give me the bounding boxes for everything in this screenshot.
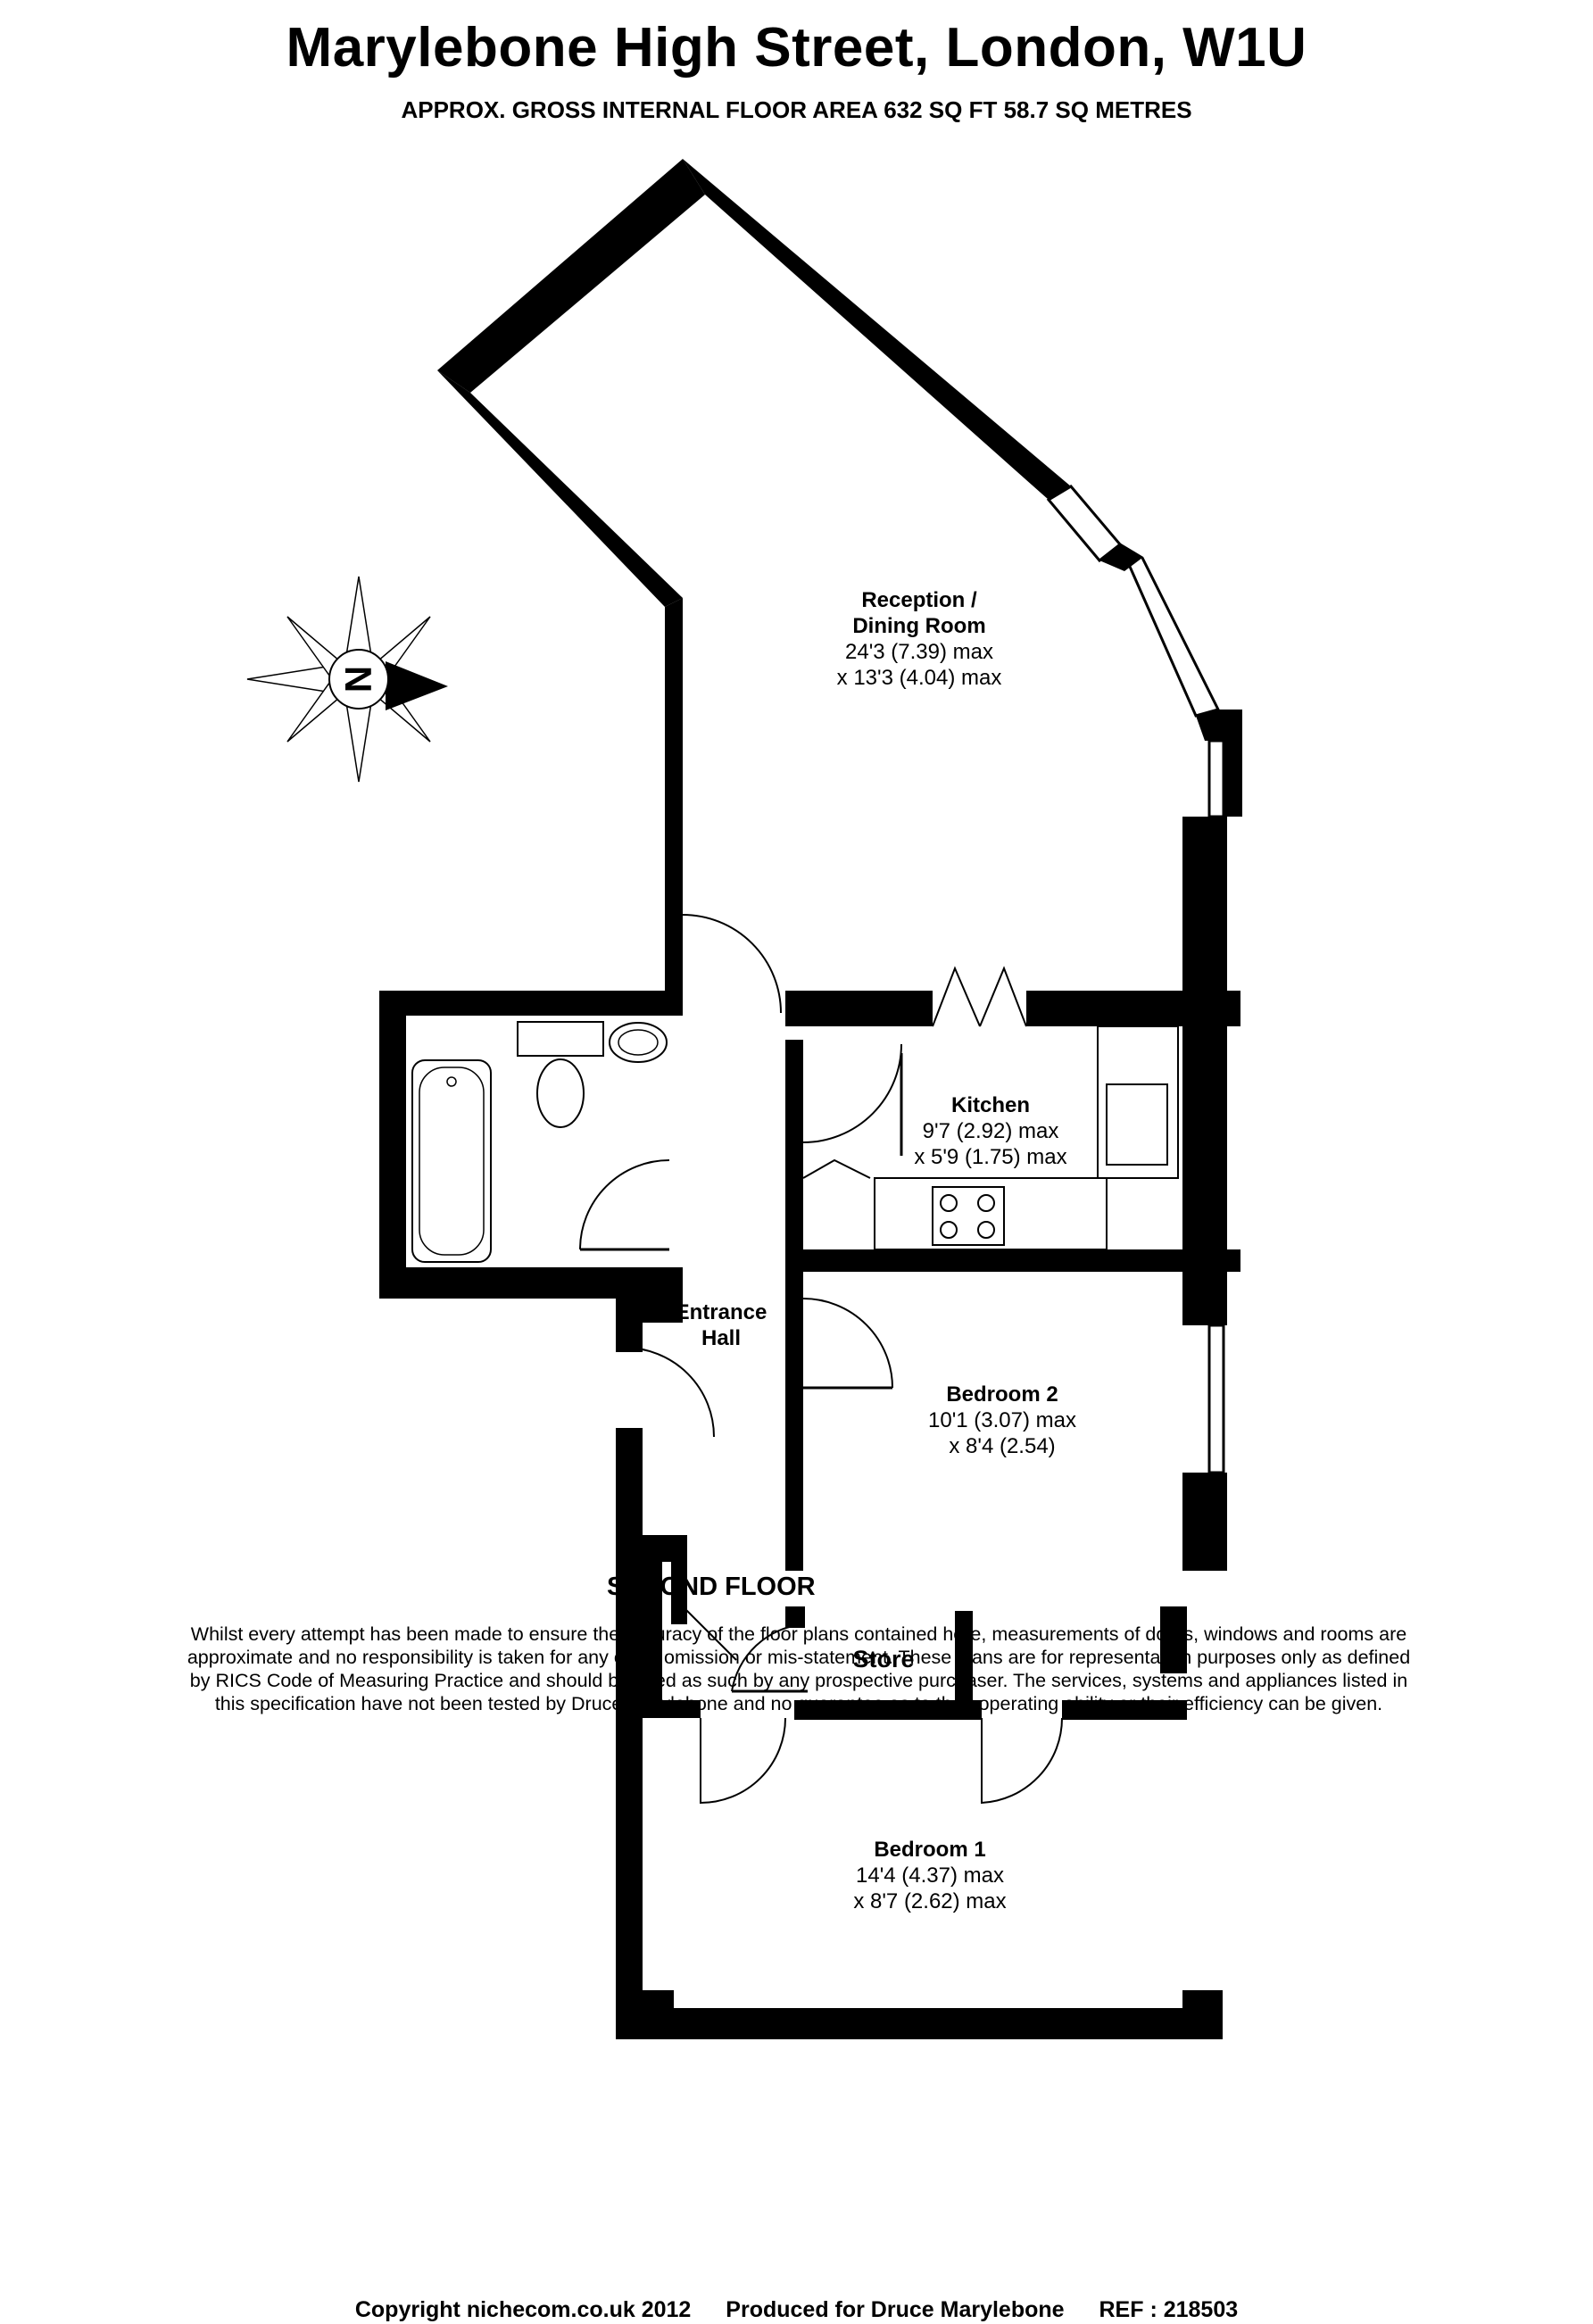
door-swing	[682, 914, 782, 1014]
compass-letter: N	[337, 666, 379, 693]
door-swing	[700, 1717, 786, 1805]
copyright-text: Copyright nichecom.co.uk 2012	[354, 2297, 692, 2322]
wall	[785, 1272, 803, 1571]
door-swing	[802, 1298, 893, 1389]
wall	[1062, 1700, 1187, 1720]
cupboard-door	[802, 1158, 871, 1179]
wall	[794, 1700, 982, 1720]
room-name: Store	[852, 1646, 914, 1672]
wall	[683, 159, 1071, 500]
disclaimer-text: Whilst every attempt has been made to en…	[187, 1623, 1411, 1714]
door-swing	[579, 1159, 670, 1250]
hob-ring	[977, 1194, 995, 1212]
room-name: Bedroom 2	[946, 1382, 1058, 1407]
floor-area: APPROX. GROSS INTERNAL FLOOR AREA 632 SQ…	[401, 96, 1192, 123]
wall	[616, 2008, 1223, 2039]
wall	[643, 1553, 662, 1705]
wall	[616, 1557, 643, 2039]
room-name: Bedroom 1	[874, 1838, 985, 1862]
plan-title: Marylebone High Street, London, W1U	[286, 17, 1307, 79]
wall	[1182, 1990, 1223, 2039]
wall	[437, 159, 705, 393]
room-dimension: x 8'4 (2.54)	[949, 1434, 1055, 1458]
wall	[665, 598, 683, 991]
door-swing	[981, 1717, 1064, 1805]
wall	[785, 1249, 1240, 1272]
door-swing	[979, 966, 1027, 1027]
wall	[671, 1535, 687, 1624]
wall	[1160, 1606, 1187, 1673]
wall	[379, 991, 683, 1016]
compass-icon: N	[246, 576, 448, 783]
floor-plan	[379, 159, 1242, 1571]
wall	[785, 1606, 805, 1628]
floor-label: SECOND FLOOR	[607, 1573, 816, 1601]
room-dimension: 14'4 (4.37) max	[856, 1863, 1004, 1888]
wall	[616, 1294, 643, 1348]
bath-tap	[446, 1076, 457, 1087]
room-name: Dining Room	[852, 614, 985, 638]
wall	[955, 1611, 973, 1718]
window	[1207, 1324, 1225, 1474]
door-swing	[932, 966, 981, 1027]
hob-ring	[940, 1221, 958, 1239]
wall	[1026, 991, 1240, 1026]
room-name: Hall	[701, 1326, 741, 1350]
wall	[616, 1990, 674, 2039]
room-name: Reception /	[861, 588, 977, 612]
wall	[379, 991, 406, 1299]
room-name: Entrance	[676, 1300, 767, 1324]
room-dimension: 24'3 (7.39) max	[845, 640, 993, 664]
basin	[618, 1029, 659, 1056]
toilet	[517, 1021, 604, 1057]
room-dimension: x 8'7 (2.62) max	[853, 1889, 1006, 1913]
wall	[643, 1700, 701, 1718]
room-dimension: x 13'3 (4.04) max	[837, 666, 1002, 690]
room-name: Kitchen	[951, 1093, 1030, 1117]
produced-for-text: Produced for Druce Marylebone	[726, 2297, 1065, 2322]
room-dimension: 10'1 (3.07) max	[928, 1408, 1076, 1432]
wall	[437, 370, 683, 607]
footer: Copyright nichecom.co.uk 2012 Produced f…	[0, 2297, 1593, 2323]
wall	[1196, 710, 1227, 741]
door-swing	[682, 1606, 737, 1661]
wall	[785, 991, 933, 1026]
wall	[1182, 1473, 1227, 1571]
wall	[1099, 544, 1142, 571]
bath	[419, 1067, 485, 1256]
door-swing	[802, 1043, 902, 1143]
door-swing	[731, 1623, 804, 1692]
door-swing	[624, 1347, 715, 1438]
wall	[1182, 817, 1227, 1325]
hob-ring	[940, 1194, 958, 1212]
reference-text: REF : 218503	[1099, 2297, 1239, 2322]
toilet	[536, 1058, 585, 1128]
sink	[1106, 1083, 1168, 1166]
room-dimension: x 5'9 (1.75) max	[914, 1145, 1066, 1169]
room-dimension: 9'7 (2.92) max	[923, 1119, 1059, 1143]
hob-ring	[977, 1221, 995, 1239]
